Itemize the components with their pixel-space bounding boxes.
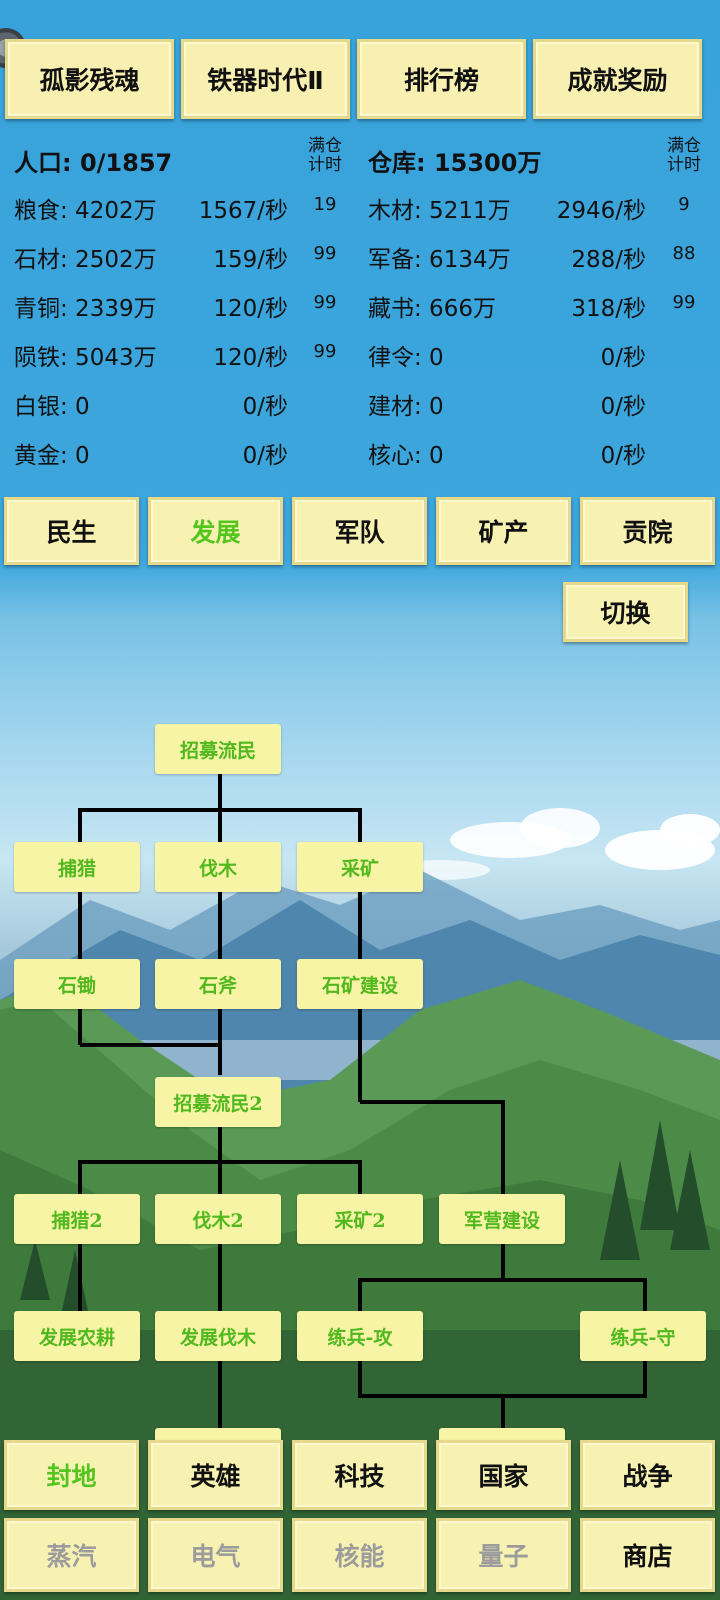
resource-label: 粮食: 4202万 [14,198,157,224]
top-button-ranking[interactable]: 排行榜 [357,39,526,119]
tech-node-logging-2[interactable]: 伐木2 [155,1194,281,1244]
tech-node-stone-axe[interactable]: 石斧 [155,959,281,1009]
tab-development[interactable]: 发展 [148,497,283,565]
nav-fief[interactable]: 封地 [4,1440,139,1510]
resource-rate: 288/秒 [571,247,646,273]
resource-rate: 0/秒 [242,394,288,420]
nav-steam[interactable]: 蒸汽 [4,1518,139,1592]
resource-label: 青铜: 2339万 [14,296,157,322]
tech-node-train-defense[interactable]: 练兵-守 [580,1311,706,1361]
resource-rate: 0/秒 [600,443,646,469]
tech-node-stone-mine-construction[interactable]: 石矿建设 [297,959,423,1009]
resource-rate: 318/秒 [571,296,646,322]
resource-label: 律令: 0 [368,345,444,371]
tab-academy[interactable]: 贡院 [580,497,715,565]
resource-label: 核心: 0 [368,443,444,469]
resource-label: 石材: 2502万 [14,247,157,273]
nav-heroes[interactable]: 英雄 [148,1440,283,1510]
resource-timer: 99 [313,243,337,264]
resource-label: 木材: 5211万 [368,198,511,224]
resource-label: 黄金: 0 [14,443,90,469]
warehouse-header: 仓库: 15300万 [368,149,542,177]
resource-label: 藏书: 666万 [368,296,496,322]
resource-rate: 120/秒 [213,296,288,322]
tech-node-mining-2[interactable]: 采矿2 [297,1194,423,1244]
tech-node-mining[interactable]: 采矿 [297,842,423,892]
resource-timer: 88 [672,243,696,264]
resource-rate: 1567/秒 [198,198,288,224]
tech-node-train-attack[interactable]: 练兵-攻 [297,1311,423,1361]
resource-label: 建材: 0 [368,394,444,420]
tech-node-recruit-refugees-2[interactable]: 招募流民2 [155,1077,281,1127]
nav-technology[interactable]: 科技 [292,1440,427,1510]
tech-node-develop-logging[interactable]: 发展伐木 [155,1311,281,1361]
tab-army[interactable]: 军队 [292,497,427,565]
top-button-player-name[interactable]: 孤影残魂 [5,39,174,119]
tech-node-logging[interactable]: 伐木 [155,842,281,892]
top-button-achievements[interactable]: 成就奖励 [533,39,702,119]
nav-war[interactable]: 战争 [580,1440,715,1510]
tech-node-develop-farming[interactable]: 发展农耕 [14,1311,140,1361]
resource-timer: 99 [313,292,337,313]
nav-nation[interactable]: 国家 [436,1440,571,1510]
resource-rate: 0/秒 [600,345,646,371]
population-header: 人口: 0/1857 [14,149,173,177]
resource-rate: 159/秒 [213,247,288,273]
left-full-timer-header: 满仓计时 [308,136,342,175]
resource-rate: 120/秒 [213,345,288,371]
resource-rate: 0/秒 [242,443,288,469]
resource-timer: 19 [313,194,337,215]
resource-label: 军备: 6134万 [368,247,511,273]
nav-shop[interactable]: 商店 [580,1518,715,1592]
switch-button[interactable]: 切换 [563,582,688,642]
resource-timer: 99 [313,341,337,362]
tab-livelihood[interactable]: 民生 [4,497,139,565]
resource-timer: 99 [672,292,696,313]
tech-node-recruit-refugees[interactable]: 招募流民 [155,724,281,774]
nav-nuclear[interactable]: 核能 [292,1518,427,1592]
resource-label: 陨铁: 5043万 [14,345,157,371]
tech-node-barracks-construction[interactable]: 军营建设 [439,1194,565,1244]
top-button-era[interactable]: 铁器时代Ⅱ [181,39,350,119]
resource-rate: 0/秒 [600,394,646,420]
resource-rate: 2946/秒 [556,198,646,224]
tech-node-hunting-2[interactable]: 捕猎2 [14,1194,140,1244]
nav-quantum[interactable]: 量子 [436,1518,571,1592]
tech-node-stone-hoe[interactable]: 石锄 [14,959,140,1009]
nav-electric[interactable]: 电气 [148,1518,283,1592]
right-full-timer-header: 满仓计时 [667,136,701,175]
tech-node-hunting[interactable]: 捕猎 [14,842,140,892]
tab-mining[interactable]: 矿产 [436,497,571,565]
resource-timer: 9 [678,194,690,215]
resource-label: 白银: 0 [14,394,90,420]
